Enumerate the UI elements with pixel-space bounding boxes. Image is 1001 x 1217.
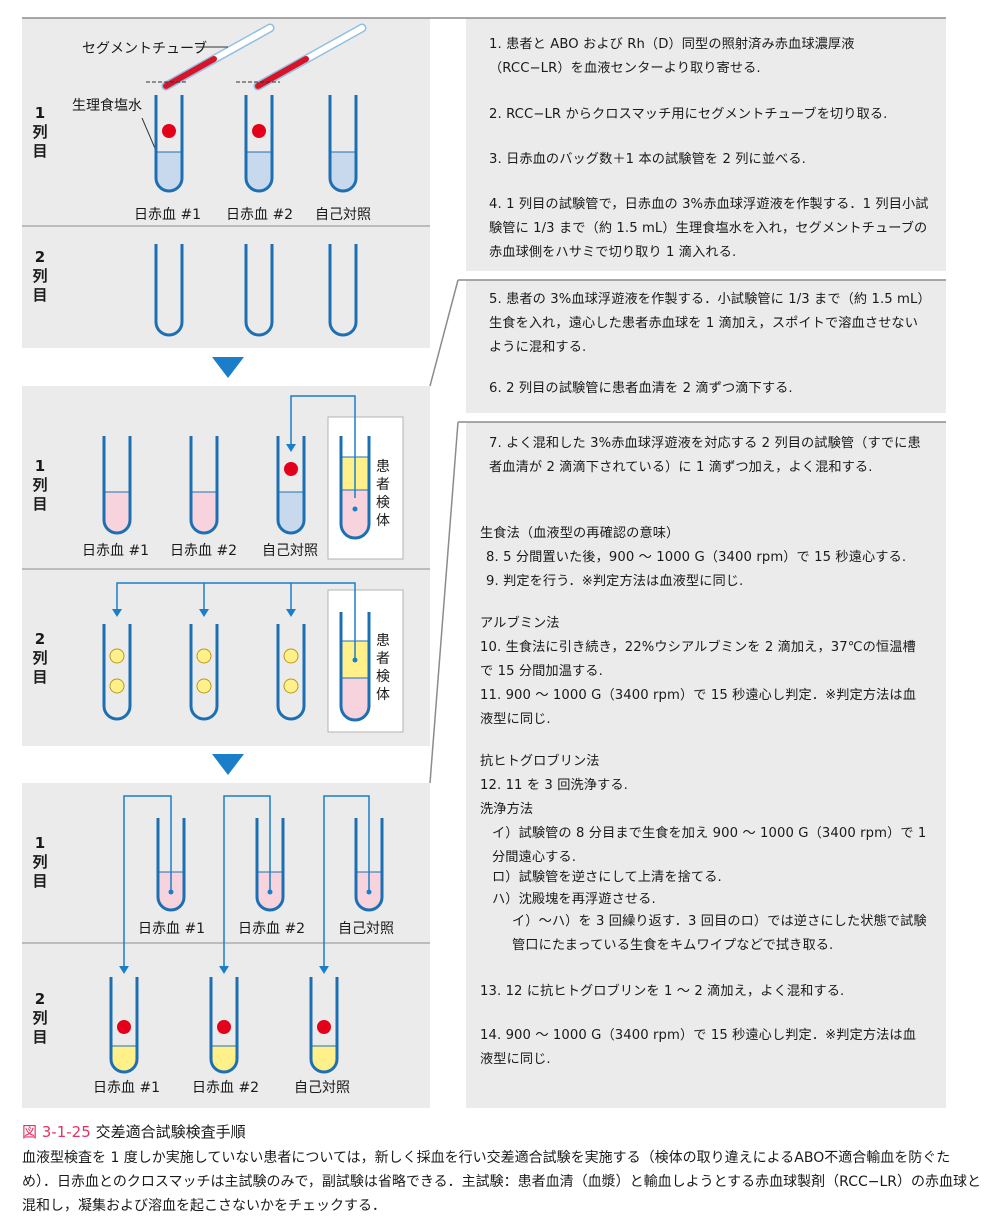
transfer-arrow xyxy=(116,582,356,659)
figure-caption-title: 図 3-1-25 交差適合試験検査手順 xyxy=(22,1121,246,1142)
tube-label-2: 日赤血 #2 xyxy=(192,1080,260,1096)
down-arrow-icon xyxy=(212,754,244,775)
figure-title: 交差適合試験検査手順 xyxy=(95,1123,246,1141)
tube-label-1: 日赤血 #1 xyxy=(138,921,206,937)
saline-method-title: 生食法（血液型の再確認の意味） xyxy=(480,526,680,541)
transfer-arrow xyxy=(123,795,172,968)
tube-label-3: 自己対照 xyxy=(338,921,394,937)
wash-title: 洗浄方法 xyxy=(480,802,534,817)
test-tube-empty xyxy=(244,244,274,337)
tube-label-2: 日赤血 #2 xyxy=(238,921,306,937)
row-1-label: 1 列 目 xyxy=(32,457,48,513)
step-10: 10. 生食法に引き続き，22%ウシアルブミンを 2 滴加え，37℃の恒温槽で … xyxy=(480,640,916,679)
step-12: 12. 11 を 3 回洗浄する. xyxy=(480,778,628,793)
tube-label-3: 自己対照 xyxy=(315,207,371,223)
step-5: 5. 患者の 3%血球浮遊液を作製する．小試験管に 1/3 まで（約 1.5 m… xyxy=(489,292,925,355)
row-2-label: 2 列 目 xyxy=(32,630,48,686)
panel-steps-5-6 xyxy=(466,280,946,413)
test-tube-3 xyxy=(328,95,358,193)
step-9: 9. 判定を行う．※判定方法は血液型に同じ. xyxy=(486,574,744,589)
segment-tube-2 xyxy=(253,23,367,91)
connector-line xyxy=(429,421,459,784)
tube-label-3: 自己対照 xyxy=(294,1080,350,1096)
panel-step1 xyxy=(22,18,430,348)
row-1-label: 1 列 目 xyxy=(32,834,48,890)
panel-steps-1-4 xyxy=(466,18,946,271)
step-7: 7. よく混和した 3%赤血球浮遊液を対応する 2 列目の試験管（すでに患者血清… xyxy=(489,436,921,475)
test-tube-1 xyxy=(109,977,139,1074)
wash-step-1: イ）試験管の 8 分目まで生食を加え 900 〜 1000 G（3400 rpm… xyxy=(492,826,927,865)
test-tube-1 xyxy=(102,436,132,535)
step-2: 2. RCC−LR からクロスマッチ用にセグメントチューブを切り取る. xyxy=(489,107,888,122)
tube-label-3: 自己対照 xyxy=(262,543,318,559)
wash-repeat: イ）〜ハ）を 3 回繰り返す．3 回目のロ）では逆さにした状態で試験管口にたまっ… xyxy=(512,914,927,953)
test-tube-2 xyxy=(189,624,219,721)
tube-label-1: 日赤血 #1 xyxy=(93,1080,161,1096)
test-tube-1 xyxy=(102,624,132,721)
segment-tube-label: セグメントチューブ xyxy=(82,41,208,57)
albumin-title: アルブミン法 xyxy=(480,616,560,631)
row-2-label: 2 列 目 xyxy=(32,990,48,1046)
test-tube-2 xyxy=(189,436,219,535)
step-1: 1. 患者と ABO および Rh（D）同型の照射済み赤血球濃厚液（RCC−LR… xyxy=(489,37,855,76)
tube-label-1: 日赤血 #1 xyxy=(82,543,150,559)
ahg-title: 抗ヒトグロブリン法 xyxy=(480,754,600,769)
transfer-arrow xyxy=(290,395,356,498)
test-tube-empty xyxy=(154,244,184,337)
step-11: 11. 900 〜 1000 G（3400 rpm）で 15 秒遠心し判定．※判… xyxy=(480,688,916,727)
transfer-arrow xyxy=(323,795,370,968)
patient-sample-label: 患 者 検 体 xyxy=(376,633,390,703)
figure-number: 図 3-1-25 xyxy=(22,1123,91,1141)
step-14: 14. 900 〜 1000 G（3400 rpm）で 15 秒遠心し判定．※判… xyxy=(480,1028,916,1067)
panel-steps-7-14 xyxy=(466,422,946,1108)
step-4: 4. 1 列目の試験管で，日赤血の 3%赤血球浮遊液を作製する．1 列目小試験管… xyxy=(489,197,929,260)
down-arrow-icon xyxy=(212,357,244,378)
step-8: 8. 5 分間置いた後，900 〜 1000 G（3400 rpm）で 15 秒… xyxy=(486,550,907,565)
connector-line xyxy=(429,279,459,387)
patient-sample-label: 患 者 検 体 xyxy=(376,459,390,529)
step-6: 6. 2 列目の試験管に患者血清を 2 滴ずつ滴下する. xyxy=(489,381,793,396)
test-tube-1 xyxy=(154,95,184,193)
wash-step-2: ロ）試験管を逆さにして上清を捨てる. xyxy=(492,870,722,885)
tube-label-1: 日赤血 #1 xyxy=(134,207,202,223)
test-tube-2 xyxy=(209,977,239,1074)
step-13: 13. 12 に抗ヒトグロブリンを 1 〜 2 滴加え，よく混和する. xyxy=(480,984,845,999)
test-tube-3 xyxy=(309,977,339,1074)
test-tube-3 xyxy=(276,624,306,721)
saline-label: 生理食塩水 xyxy=(72,98,142,114)
test-tube-3 xyxy=(276,436,306,535)
wash-step-3: ハ）沈殿塊を再浮遊させる. xyxy=(492,892,656,907)
row-2-label: 2 列 目 xyxy=(32,248,48,304)
transfer-arrow xyxy=(223,795,271,968)
figure-caption-body: 血液型検査を 1 度しか実施していない患者については，新しく採血を行い交差適合試… xyxy=(22,1150,982,1214)
tube-label-2: 日赤血 #2 xyxy=(226,207,294,223)
tube-label-2: 日赤血 #2 xyxy=(170,543,238,559)
step-3: 3. 日赤血のバッグ数＋1 本の試験管を 2 列に並べる. xyxy=(489,152,806,167)
test-tube-2 xyxy=(244,95,274,193)
test-tube-empty xyxy=(328,244,358,337)
row-1-label: 1 列 目 xyxy=(32,104,48,160)
